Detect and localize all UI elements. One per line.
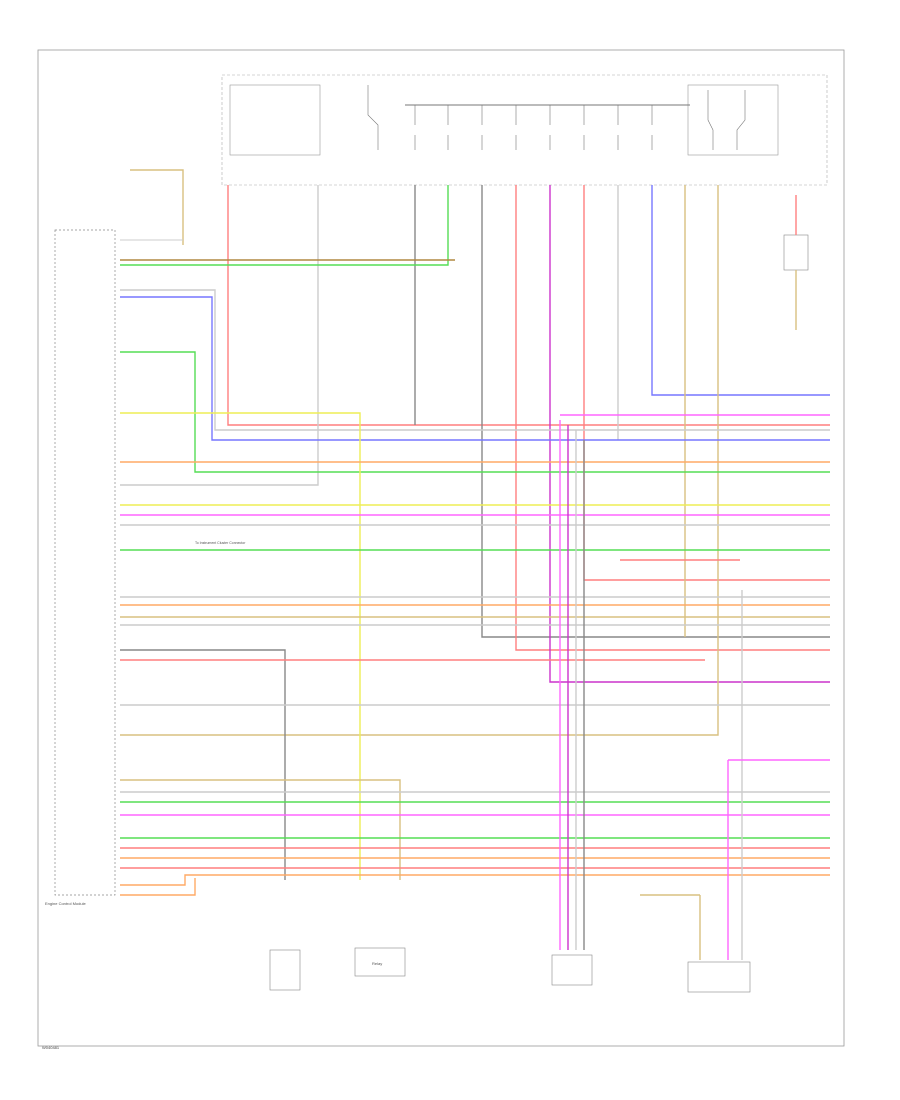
sensor-4	[687, 961, 751, 993]
right-relay-box	[783, 234, 809, 271]
fuse-box	[221, 74, 828, 186]
ecm-label: Engine Control Module	[45, 901, 86, 906]
ecm-wires	[120, 259, 830, 896]
relay-housing-right	[687, 84, 779, 156]
ecm-connector	[54, 229, 116, 896]
wire-top-left-feed	[130, 169, 184, 245]
relay-housing-left	[229, 84, 321, 156]
sensor-1	[269, 949, 301, 991]
fuse-row	[367, 85, 746, 150]
fuse-wires	[120, 185, 830, 736]
relay-component	[354, 947, 406, 977]
diagram-border	[37, 49, 845, 1047]
sensor-3	[551, 954, 593, 986]
sensor-wires	[559, 414, 830, 960]
diagram-note: To Instrument Cluster Connector	[195, 541, 246, 545]
page-code: W040481	[42, 1045, 60, 1050]
relay-label: Relay	[372, 961, 382, 966]
